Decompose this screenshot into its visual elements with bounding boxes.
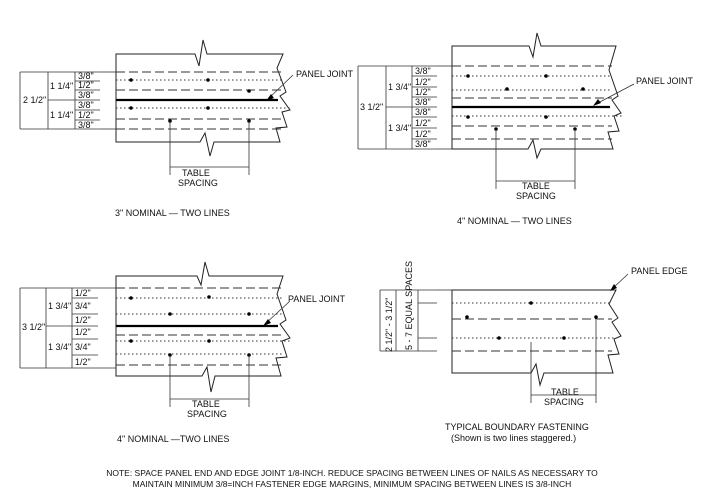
panel-caption: 3" NOMINAL — TWO LINES bbox=[115, 208, 230, 218]
panel-boundary-fastening: 2 1/2" - 3 1/2" 5 - 7 EQUAL SPACES PANEL… bbox=[379, 261, 688, 443]
nail-dot bbox=[466, 74, 470, 78]
mid-dimension: 1 1/4" bbox=[50, 110, 73, 120]
row-dimension: 1/2" bbox=[75, 315, 91, 325]
spacing-label: SPACING bbox=[187, 409, 227, 419]
footnote: NOTE: SPACE PANEL END AND EDGE JOINT 1/8… bbox=[106, 468, 598, 489]
nails bbox=[129, 295, 251, 357]
row-dimension: 3/4" bbox=[75, 301, 91, 311]
row-dimension: 1/2" bbox=[415, 129, 431, 139]
row-dimension: 3/8" bbox=[78, 90, 94, 100]
panel-4-nominal-bottom: 3 1/2" 1 3/4" 1 3/4" 1/2" 3/4" 1/2" 1/2"… bbox=[19, 261, 346, 444]
row-dimension: 3/8" bbox=[415, 97, 431, 107]
nail-dot bbox=[562, 336, 566, 340]
row-dimension: 3/4" bbox=[75, 342, 91, 352]
arrow-head bbox=[610, 284, 617, 291]
nail-dot bbox=[529, 301, 533, 305]
row-dimension: 3/8" bbox=[78, 120, 94, 130]
row-dimension: 3/8" bbox=[415, 139, 431, 149]
panel-caption: 4" NOMINAL —TWO LINES bbox=[117, 434, 229, 444]
nail-dot bbox=[594, 315, 598, 319]
nail-dot bbox=[497, 336, 501, 340]
nail-dot bbox=[466, 115, 470, 119]
nails bbox=[466, 74, 585, 131]
nail-dot bbox=[206, 106, 210, 110]
callout-leader bbox=[267, 74, 294, 100]
nail-dot bbox=[207, 339, 211, 343]
row-dimension: 1/2" bbox=[415, 77, 431, 87]
overall-dimension: 3 1/2" bbox=[360, 102, 383, 112]
nails bbox=[465, 301, 598, 340]
nail-dot bbox=[129, 106, 133, 110]
mid-dimension: 1 3/4" bbox=[48, 301, 71, 311]
panel-3-nominal: 2 1/2" 1 1/4" 1 1/4" 3/8" 1/2" 3/8" 3/8"… bbox=[19, 39, 354, 218]
table-label: TABLE bbox=[551, 387, 579, 397]
nail-dot bbox=[247, 89, 251, 93]
note-line: MAINTAIN MINIMUM 3/8=INCH FASTENER EDGE … bbox=[133, 479, 572, 489]
nail-dot bbox=[465, 315, 469, 319]
panel-joint-label: PANEL JOINT bbox=[296, 69, 354, 79]
mid-dimension: 1 1/4" bbox=[50, 81, 73, 91]
panel-caption: TYPICAL BOUNDARY FASTENING bbox=[445, 422, 589, 432]
panel-4-nominal-top: 3 1/2" 1 3/4" 1 3/4" 3/8" 1/2" 1/2" 3/8"… bbox=[357, 32, 694, 226]
nail-dot bbox=[581, 87, 585, 91]
spacing-label: SPACING bbox=[516, 191, 556, 201]
nail-dot bbox=[129, 78, 133, 82]
board-outline bbox=[115, 261, 291, 393]
dimension-ladder bbox=[357, 65, 452, 150]
overall-dimension: 2 1/2" bbox=[23, 95, 46, 105]
equal-spaces-label: 5 - 7 EQUAL SPACES bbox=[404, 261, 414, 350]
panel-subcaption: (Shown is two lines staggered.) bbox=[451, 433, 576, 443]
mid-dimension: 1 3/4" bbox=[388, 82, 411, 92]
row-dimension: 1/2" bbox=[75, 288, 91, 298]
nail-dot bbox=[129, 296, 133, 300]
callout-leader bbox=[595, 83, 635, 105]
panel-caption: 4" NOMINAL — TWO LINES bbox=[457, 216, 572, 226]
row-dimension: 3/8" bbox=[415, 66, 431, 76]
nail-dot bbox=[505, 87, 509, 91]
panel-edge-label: PANEL EDGE bbox=[631, 266, 688, 276]
nail-dot bbox=[247, 312, 251, 316]
spacing-label: SPACING bbox=[544, 397, 584, 407]
nail-dot bbox=[544, 74, 548, 78]
nail-dot bbox=[129, 339, 133, 343]
spacing-label: SPACING bbox=[178, 178, 218, 188]
row-dimension: 3/8" bbox=[415, 107, 431, 117]
dimension-ladder bbox=[19, 287, 116, 369]
nail-dot bbox=[207, 295, 211, 299]
panel-joint-label: PANEL JOINT bbox=[636, 76, 694, 86]
row-dimension: 3/8" bbox=[78, 71, 94, 81]
nail-dot bbox=[544, 115, 548, 119]
row-dimension: 1/2" bbox=[78, 80, 94, 90]
overall-dimension: 2 1/2" - 3 1/2" bbox=[384, 298, 394, 352]
row-dimension: 1/2" bbox=[415, 87, 431, 97]
table-label: TABLE bbox=[182, 168, 210, 178]
arrow-head bbox=[593, 99, 601, 106]
board-outline bbox=[451, 289, 622, 387]
table-label: TABLE bbox=[522, 181, 550, 191]
mid-dimension: 1 3/4" bbox=[48, 342, 71, 352]
arrow-head bbox=[263, 319, 271, 326]
mid-dimension: 1 3/4" bbox=[388, 123, 411, 133]
note-line: NOTE: SPACE PANEL END AND EDGE JOINT 1/8… bbox=[106, 468, 598, 478]
table-label: TABLE bbox=[192, 399, 220, 409]
row-dimension: 3/8" bbox=[78, 100, 94, 110]
row-dimension: 1/2" bbox=[78, 110, 94, 120]
row-dimension: 1/2" bbox=[415, 118, 431, 128]
dimension-ladder bbox=[379, 289, 452, 352]
board-outline bbox=[115, 39, 291, 157]
overall-dimension: 3 1/2" bbox=[22, 322, 45, 332]
row-dimension: 1/2" bbox=[75, 327, 91, 337]
nail-dot bbox=[206, 78, 210, 82]
nail-dot bbox=[168, 312, 172, 316]
dimension-ladder bbox=[19, 71, 116, 130]
nails bbox=[129, 78, 251, 123]
arrow-head bbox=[266, 94, 274, 101]
row-dimension: 1/2" bbox=[75, 357, 91, 367]
board-outline bbox=[451, 32, 622, 160]
panel-joint-label: PANEL JOINT bbox=[288, 294, 346, 304]
